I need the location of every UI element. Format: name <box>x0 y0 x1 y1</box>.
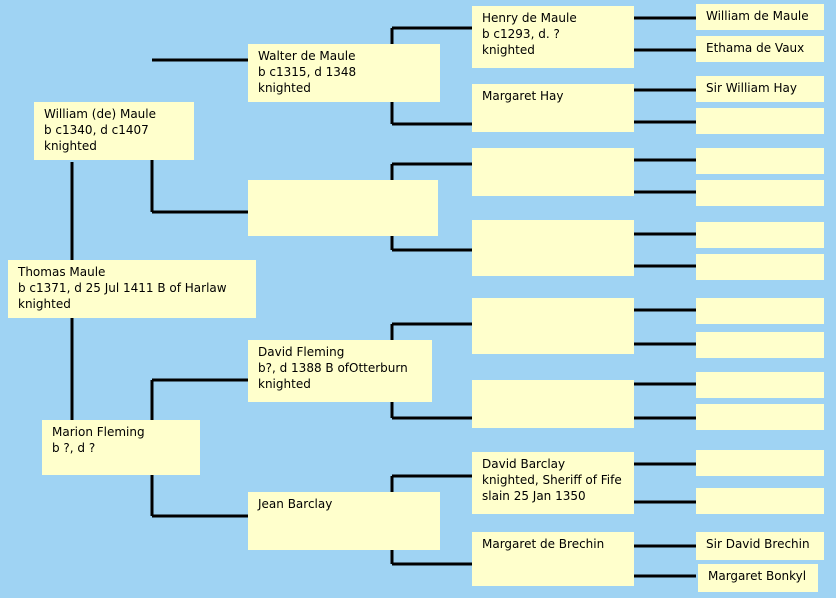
person-sir-david-brechin: Sir David Brechin <box>696 532 824 560</box>
person-note: knighted <box>482 43 535 57</box>
person-dates: knighted, Sheriff of Fife <box>482 473 622 487</box>
person-note: knighted <box>18 297 71 311</box>
person-margaret-de-brechin: Margaret de Brechin <box>472 532 634 586</box>
person-name: David Fleming <box>258 345 345 359</box>
person-name: William de Maule <box>706 9 809 23</box>
person-note: knighted <box>258 81 311 95</box>
person-note: knighted <box>44 139 97 153</box>
person-sir-william-hay: Sir William Hay <box>696 76 824 102</box>
person-name: Walter de Maule <box>258 49 356 63</box>
person-unknown <box>696 148 824 174</box>
person-note: knighted <box>258 377 311 391</box>
person-unknown <box>472 298 634 354</box>
person-dates: b?, d 1388 B ofOtterburn <box>258 361 408 375</box>
person-unknown <box>696 332 824 358</box>
person-unknown <box>696 180 824 206</box>
person-unknown <box>696 254 824 280</box>
person-name: Margaret de Brechin <box>482 537 605 551</box>
person-unknown <box>696 404 824 430</box>
person-unknown <box>472 220 634 276</box>
person-unknown <box>472 148 634 196</box>
person-margaret-bonkyl: Margaret Bonkyl <box>698 564 818 592</box>
person-unknown <box>696 372 824 398</box>
person-name: Jean Barclay <box>258 497 333 511</box>
person-henry-de-maule: Henry de Maule b c1293, d. ? knighted <box>472 6 634 68</box>
person-name: Ethama de Vaux <box>706 41 805 55</box>
person-dates: b ?, d ? <box>52 441 96 455</box>
person-jean-barclay: Jean Barclay <box>248 492 440 550</box>
person-dates: b c1293, d. ? <box>482 27 560 41</box>
person-dates: b c1315, d 1348 <box>258 65 357 79</box>
person-name: Thomas Maule <box>18 265 106 279</box>
person-name: David Barclay <box>482 457 566 471</box>
person-unknown <box>248 180 438 236</box>
person-name: Marion Fleming <box>52 425 145 439</box>
person-name: Margaret Hay <box>482 89 564 103</box>
person-william-maule: William (de) Maule b c1340, d c1407 knig… <box>34 102 194 160</box>
person-unknown <box>696 108 824 134</box>
person-david-fleming: David Fleming b?, d 1388 B ofOtterburn k… <box>248 340 432 402</box>
person-unknown <box>696 488 824 514</box>
person-name: William (de) Maule <box>44 107 157 121</box>
person-unknown <box>696 298 824 324</box>
person-ethama-de-vaux: Ethama de Vaux <box>696 36 824 62</box>
person-margaret-hay: Margaret Hay <box>472 84 634 132</box>
person-note: slain 25 Jan 1350 <box>482 489 586 503</box>
person-walter-de-maule: Walter de Maule b c1315, d 1348 knighted <box>248 44 440 102</box>
person-william-de-maule-elder: William de Maule <box>696 4 824 30</box>
person-name: Sir William Hay <box>706 81 797 95</box>
person-thomas-maule: Thomas Maule b c1371, d 25 Jul 1411 B of… <box>8 260 256 318</box>
person-name: Sir David Brechin <box>706 537 810 551</box>
person-unknown <box>696 222 824 248</box>
person-unknown <box>472 380 634 428</box>
person-unknown <box>696 450 824 476</box>
person-name: Henry de Maule <box>482 11 577 25</box>
person-marion-fleming: Marion Fleming b ?, d ? <box>42 420 200 475</box>
person-david-barclay: David Barclay knighted, Sheriff of Fife … <box>472 452 634 514</box>
person-dates: b c1371, d 25 Jul 1411 B of Harlaw <box>18 281 227 295</box>
person-name: Margaret Bonkyl <box>708 569 807 583</box>
person-dates: b c1340, d c1407 <box>44 123 149 137</box>
